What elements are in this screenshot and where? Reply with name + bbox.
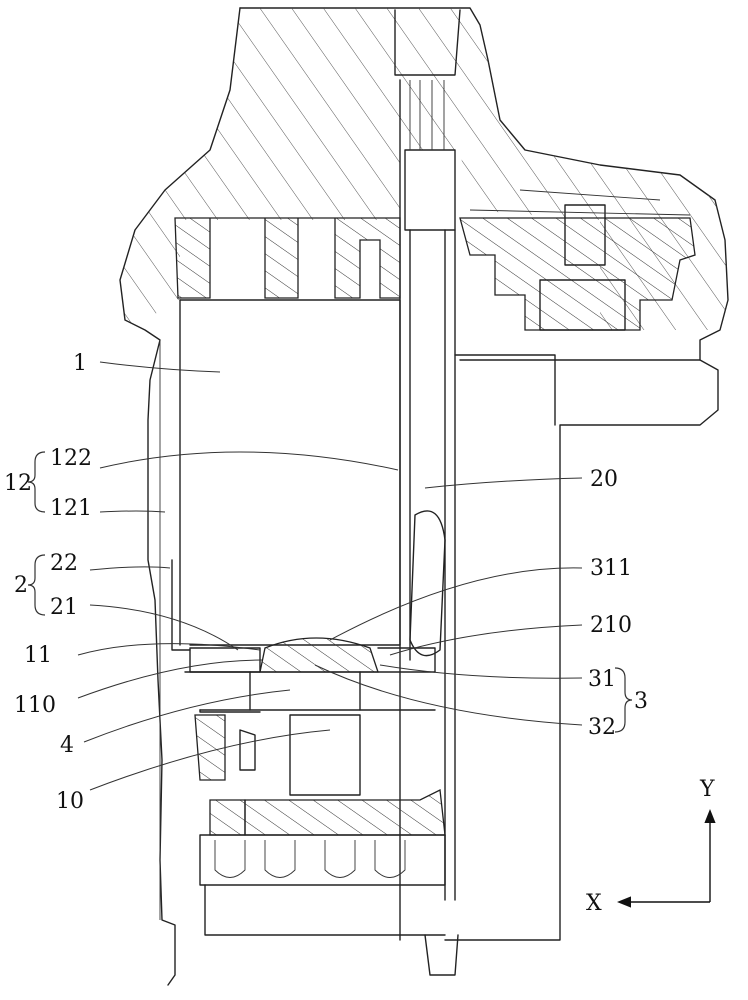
label-part-110: 110 [14,693,56,718]
brace-3 [614,667,633,733]
label-group-3: 3 [634,689,648,714]
label-part-21: 21 [50,595,78,620]
label-part-122: 122 [50,446,92,471]
leader-lines [77,361,583,791]
label-part-31: 31 [588,667,616,692]
label-part-121: 121 [50,496,92,521]
label-group-2: 2 [14,573,28,598]
brace-2 [27,554,46,616]
label-part-10: 10 [56,789,84,814]
label-part-32: 32 [588,715,616,740]
lower-base [194,714,459,976]
disk-assembly [184,637,436,713]
shaft-channel [394,9,701,941]
label-part-311: 311 [590,556,632,581]
label-part-22: 22 [50,551,78,576]
x-axis-label: X [586,891,602,916]
label-part-20: 20 [590,467,618,492]
main-chamber [171,299,401,651]
label-group-12: 12 [4,471,32,496]
upper-cap [174,189,696,331]
outer-housing [119,7,729,986]
y-axis-label: Y [699,777,715,802]
coordinate-axes: Y X [586,777,716,916]
label-part-11: 11 [24,643,52,668]
label-part-210: 210 [590,613,632,638]
label-part-4: 4 [60,733,74,758]
label-part-1: 1 [73,351,87,376]
brace-12 [27,451,46,513]
